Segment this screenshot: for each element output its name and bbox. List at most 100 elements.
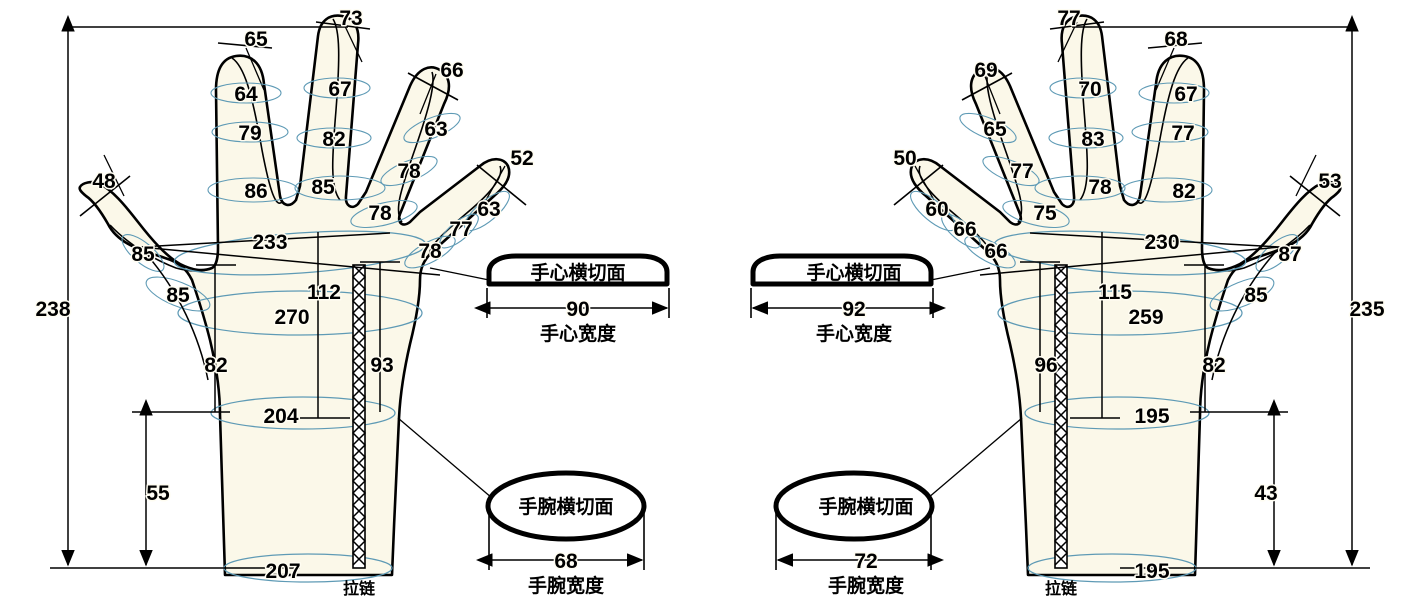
right-wrist-xsec-title: 手腕横切面 — [818, 495, 913, 518]
left-wrist-width-title: 手腕宽度 — [528, 574, 605, 597]
right-index-upper-label: 67 — [1174, 83, 1197, 106]
right-palm-knuckle-label: 115 — [1098, 281, 1132, 304]
left-palm-girth-contour — [177, 290, 423, 336]
right-middle-base-label: 78 — [1088, 176, 1112, 199]
left-ring-base-label: 78 — [368, 202, 392, 225]
left-glove-outline — [78, 14, 511, 577]
left-wrist-girth-label: 204 — [263, 405, 298, 428]
left-pinky-mid-label: 77 — [449, 218, 472, 241]
left-pinky-tip-leader — [485, 165, 506, 201]
right-middle-mid-label: 83 — [1081, 128, 1104, 151]
left-index-mid-contour — [211, 121, 289, 143]
left-palm-girth-label: 270 — [274, 306, 309, 329]
left-knuckle-girth-leader-a — [139, 232, 391, 248]
right-thumb-base-contour — [1209, 276, 1275, 312]
right-index-mid-contour — [1131, 121, 1209, 143]
right-palm-xsec-leader — [930, 267, 991, 281]
right-index-upper-contour — [1138, 82, 1210, 104]
right-ring-tip-dim — [961, 72, 1013, 101]
right-middle-tip-label: 77 — [1057, 7, 1080, 30]
right-middle-inner-seam — [1079, 18, 1089, 201]
right-thumb-mid-contour — [1255, 234, 1299, 272]
left-palm-girth-leader — [139, 246, 209, 381]
left-middle-upper-label: 67 — [328, 78, 351, 101]
right-thumb-inner-seam — [1207, 224, 1311, 272]
right-thumb-tip-dim — [1289, 175, 1341, 217]
right-palm-xsec-width-label: 92 — [842, 298, 865, 321]
right-index-mid-label: 77 — [1171, 122, 1194, 145]
left-wrist-xsec-width-label: 68 — [554, 550, 578, 573]
left-ring-upper-label: 63 — [424, 118, 447, 141]
right-left-side-label: 96 — [1034, 354, 1057, 377]
left-index-upper-label: 64 — [234, 83, 258, 106]
left-middle-tip-leader — [342, 21, 363, 63]
left-wrist-cross-section — [397, 417, 647, 570]
left-wrist-xsec-leader — [397, 417, 493, 499]
left-pinky-upper-contour — [464, 190, 510, 232]
left-index-tip-dim — [217, 42, 273, 49]
left-right-side-label: 93 — [370, 354, 393, 377]
left-index-base-label: 86 — [244, 180, 267, 203]
right-cuff-height-label: 43 — [1254, 482, 1277, 505]
right-thumb-base-label: 85 — [1244, 284, 1268, 307]
right-index-tip-label: 68 — [1164, 28, 1188, 51]
right-palm-girth-leader — [1211, 246, 1281, 381]
left-palm-cross-section — [429, 253, 670, 318]
right-pinky-tip-dim — [893, 164, 944, 206]
left-cuff-height-label: 55 — [146, 482, 170, 505]
left-palm-xsec-leader — [429, 267, 490, 281]
left-middle-base-contour — [294, 175, 386, 201]
right-hand-glove — [750, 14, 1370, 583]
left-thumb-tip-dim — [79, 175, 131, 217]
right-knuckle-girth-contour — [993, 230, 1247, 276]
right-ring-upper-label: 65 — [983, 118, 1007, 141]
right-pinky-base-label: 66 — [984, 240, 1007, 263]
left-wrist-xsec-title: 手腕横切面 — [518, 495, 613, 518]
right-ring-mid-label: 77 — [1010, 160, 1033, 183]
left-middle-mid-label: 82 — [322, 128, 345, 151]
left-ring-tip-label: 66 — [440, 59, 463, 82]
right-ring-tip-leader — [983, 73, 1001, 115]
left-index-upper-contour — [210, 82, 282, 104]
right-palm-xsec-title: 手心横切面 — [806, 261, 901, 284]
right-pinky-upper-label: 60 — [925, 198, 948, 221]
left-pinky-tip-dim — [476, 164, 527, 206]
left-middle-mid-contour — [296, 127, 372, 149]
right-pinky-tip-label: 50 — [893, 147, 916, 170]
right-palm-girth-contour — [997, 290, 1243, 336]
right-thumb-mid-label: 87 — [1278, 243, 1301, 266]
right-index-tip-leader — [1155, 47, 1175, 91]
right-knuckle-girth-leader-a — [1029, 232, 1281, 248]
left-palm-knuckle-label: 112 — [307, 281, 341, 304]
left-hand-glove: 238 55 48 85 85 65 64 79 86 73 67 82 85 … — [34, 6, 670, 598]
right-wrist-xsec-width-label: 72 — [854, 550, 877, 573]
left-thumb-mid-contour — [121, 234, 165, 272]
left-pinky-upper-label: 63 — [477, 198, 500, 221]
right-middle-tip-leader — [1057, 21, 1078, 63]
left-thumb-base-contour — [145, 276, 211, 312]
left-middle-tip-dim — [315, 21, 371, 30]
right-thumb-tip-leader — [1295, 154, 1317, 197]
right-ring-mid-contour — [982, 155, 1040, 187]
right-wrist-width-title: 手腕宽度 — [828, 574, 905, 597]
right-thumb-tip-label: 53 — [1318, 170, 1341, 193]
left-cuff-girth-label: 207 — [265, 560, 300, 583]
left-ring-tip-dim — [407, 72, 459, 101]
right-knuckle-girth-leader-b — [979, 246, 1281, 276]
right-middle-tip-dim — [1049, 21, 1105, 30]
right-index-base-contour — [1121, 177, 1213, 203]
right-pinky-mid-label: 66 — [953, 218, 976, 241]
left-knuckle-girth-contour — [173, 230, 427, 276]
right-right-side-label: 82 — [1202, 354, 1225, 377]
right-pinky-upper-contour — [910, 190, 956, 232]
right-middle-mid-contour — [1048, 127, 1124, 149]
right-index-tip-dim — [1147, 42, 1203, 49]
left-index-mid-label: 79 — [238, 122, 261, 145]
left-thumb-mid-label: 85 — [131, 243, 155, 266]
left-palm-width-title: 手心宽度 — [540, 322, 617, 345]
right-palm-girth-label: 259 — [1128, 306, 1163, 329]
left-palm-xsec-width-label: 90 — [566, 298, 589, 321]
left-ring-mid-label: 78 — [397, 160, 421, 183]
right-wrist-xsec-leader — [927, 417, 1023, 499]
